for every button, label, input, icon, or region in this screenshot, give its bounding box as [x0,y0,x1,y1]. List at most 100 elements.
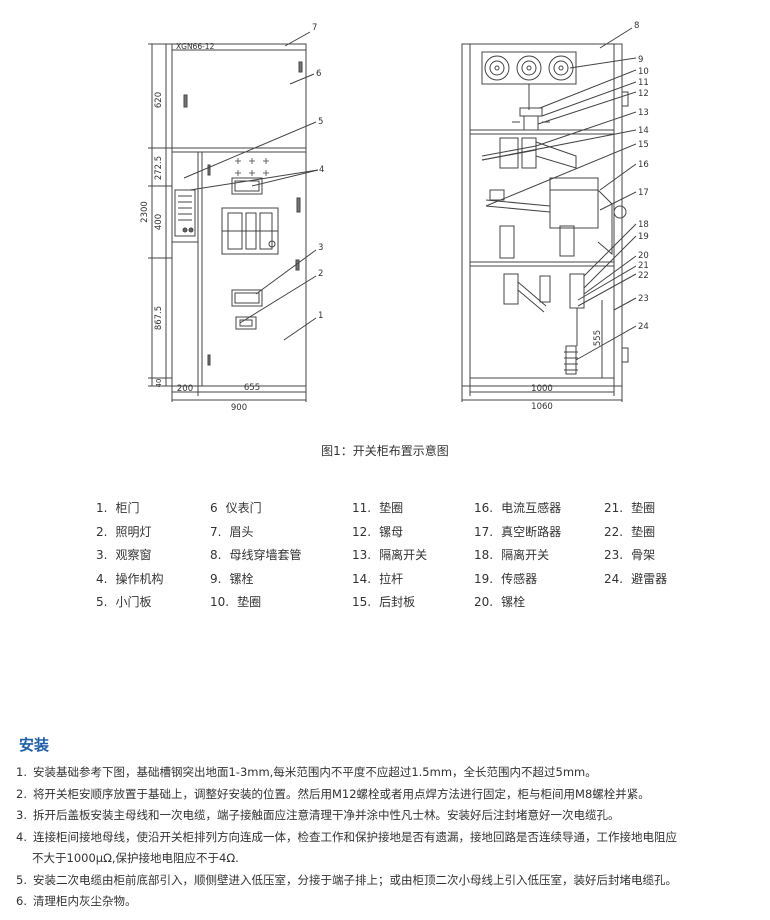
callout-18: 18 [638,220,649,230]
install-step: 1.安装基础参考下图，基础槽钢突出地面1-3mm,每米范围内不平度不应超过1.5… [16,762,764,784]
part-number: 20. [474,595,494,609]
part-number: 14. [352,571,372,586]
part-number: 12. [352,524,372,539]
step-text: 连接柜间接地母线，使沿开关柜排列方向连成一体，检查工作和保护接地是否有遗漏，接地… [32,829,677,844]
callout-6: 6 [316,69,321,79]
part-item: 13.隔离开关 [352,544,427,568]
step-number: 1. [16,765,27,779]
callout-4: 4 [319,165,324,175]
install-step: 2. 将开关柜安顺序放置于基础上，调整好安装的位置。然后用M12螺栓或者用点焊方法… [16,784,764,806]
part-item: 5.小门板 [96,591,163,615]
dim-655: 655 [244,383,260,393]
callout-20: 20 [638,251,649,261]
install-step: 6.清理柜内灰尘杂物。 [16,891,764,913]
dim-1000: 1000 [531,384,553,394]
part-item: 2.照明灯 [96,521,163,545]
side-cabinet-outline [461,43,623,387]
callout-12: 12 [638,89,649,99]
part-item: 3. 观察窗 [96,544,163,568]
callout-23: 23 [638,294,649,304]
callout-3: 3 [318,243,323,253]
figure-caption: 图1：开关柜布置示意图 [321,444,449,458]
part-name: 避雷器 [631,571,668,586]
part-name: 真空断路器 [501,524,562,539]
part-item: 1.柜门 [96,497,163,521]
part-item: 11. 垫圈 [352,497,427,521]
step-number: 3. [16,808,27,822]
callout-5: 5 [318,117,323,127]
part-number: 9. [210,571,222,586]
part-item: 19. 传感器 [474,568,561,592]
part-name: 垫圈 [631,524,656,539]
dim-200: 200 [177,384,193,394]
part-name: 电流互感器 [501,501,562,515]
step-number: 6. [16,894,27,908]
part-number: 6 [210,501,218,515]
section-title-install: 安装 [19,736,50,754]
part-name: 拉杆 [379,571,404,586]
part-item: 14. 拉杆 [352,568,427,592]
callout-16: 16 [638,160,649,170]
part-number: 22. [604,524,624,539]
callout-24: 24 [638,322,649,332]
part-number: 2. [96,524,108,539]
part-item: 20.镙栓 [474,591,561,615]
step-text: 将开关柜安顺序放置于基础上，调整好安装的位置。然后用M12螺栓或者用点焊方法进行… [32,786,650,801]
model-label: XGN66-12 [176,42,215,51]
part-number: 21. [604,501,624,515]
part-name: 镙栓 [229,571,254,586]
install-steps: 1.安装基础参考下图，基础槽钢突出地面1-3mm,每米范围内不平度不应超过1.5… [16,762,764,913]
part-number: 18. [474,548,494,562]
callout-19: 19 [638,232,649,242]
dim-900: 900 [231,403,247,413]
step-text-continued: 不大于1000μΩ,保护接地电阻应不于4Ω. [32,851,239,865]
part-number: 7. [210,524,222,539]
part-item: 10. 垫圈 [210,591,301,615]
parts-column: 11. 垫圈 12. 镙母 13.隔离开关 14. 拉杆 15.后封板 [352,497,427,615]
callout-22: 22 [638,271,649,281]
switchgear-layout-drawing: XGN66-12 620 272.5 400 2300 867.5 40 200… [140,21,649,413]
part-number: 3. [96,548,108,562]
part-number: 8. [210,548,222,562]
part-item: 17.真空断路器 [474,521,561,545]
callout-10: 10 [638,67,649,77]
part-name: 观察窗 [115,548,152,562]
part-item: 22. 垫圈 [604,521,667,545]
part-name: 垫圈 [379,501,404,515]
part-item: 4.操作机构 [96,568,163,592]
step-number: 2. [16,786,27,801]
part-number: 10. [210,595,230,609]
dim-40: 40 [155,379,163,388]
callout-7: 7 [312,23,317,33]
part-item: 7. 眉头 [210,521,301,545]
part-item: 23. 骨架 [604,544,667,568]
callout-11: 11 [638,78,649,88]
part-name: 眉头 [229,524,254,539]
part-name: 仪表门 [225,501,262,515]
part-item: 16.电流互感器 [474,497,561,521]
part-name: 骨架 [631,548,656,562]
part-number: 23. [604,548,624,562]
part-item: 8.母线穿墙套管 [210,544,301,568]
part-name: 垫圈 [237,595,262,609]
part-number: 19. [474,571,494,586]
step-number: 4. [16,829,27,844]
dim-1060: 1060 [531,402,553,412]
dim-555: 555 [593,330,603,346]
part-number: 11. [352,501,372,515]
part-number: 15. [352,595,372,609]
step-number: 5. [16,872,27,887]
part-item: 15.后封板 [352,591,427,615]
callout-13: 13 [638,108,649,118]
part-name: 传感器 [501,571,538,586]
install-step: 3.拆开后盖板安装主母线和一次电缆，端子接触面应注意清理干净并涂中性凡士林。安装… [16,805,764,827]
part-name: 镙母 [379,524,404,539]
callout-15: 15 [638,140,649,150]
part-number: 1. [96,501,108,515]
part-item: 9. 镙栓 [210,568,301,592]
callout-2: 2 [318,269,323,279]
